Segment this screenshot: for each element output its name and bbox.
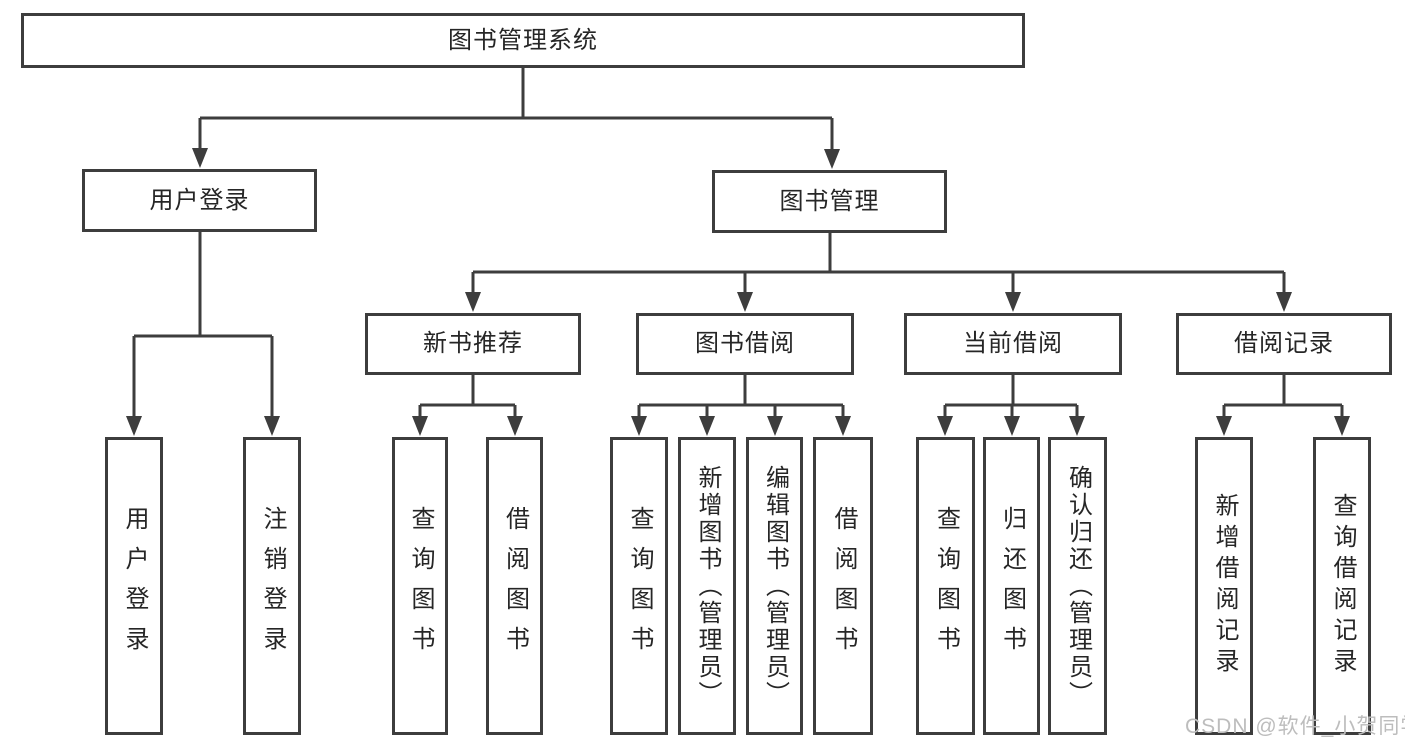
leaf-borrow-borrow-books: 借阅图书 [813, 437, 873, 735]
node-label: 当前借阅 [963, 330, 1063, 357]
node-label: 图书借阅 [695, 330, 795, 357]
leaf-label: 查询图书 [932, 506, 960, 666]
node-label: 图书管理 [779, 187, 880, 215]
arrowheads [126, 148, 1350, 436]
leaf-records-query-record: 查询借阅记录 [1313, 437, 1371, 735]
node-label: 用户登录 [149, 186, 250, 214]
node-book-management: 图书管理 [712, 170, 947, 233]
leaf-label: 确认归还（管理员） [1064, 464, 1092, 708]
leaf-recommend-borrow-books: 借阅图书 [486, 437, 543, 735]
leaf-records-add-record: 新增借阅记录 [1195, 437, 1253, 735]
leaf-borrow-edit-books-admin: 编辑图书（管理员） [746, 437, 803, 735]
leaf-borrow-add-books-admin: 新增图书（管理员） [678, 437, 736, 735]
node-label: 借阅记录 [1234, 330, 1334, 357]
leaf-label: 查询图书 [626, 506, 653, 666]
leaf-label: 新增图书（管理员） [694, 464, 721, 708]
node-user-login: 用户登录 [82, 169, 317, 232]
leaf-borrow-query-books: 查询图书 [610, 437, 668, 735]
leaf-label: 用户登录 [121, 506, 148, 666]
leaf-label: 归还图书 [998, 506, 1026, 666]
node-label: 新书推荐 [423, 330, 523, 357]
leaf-label: 借阅图书 [830, 506, 857, 666]
leaf-user-login: 用户登录 [105, 437, 163, 735]
leaf-current-return-books: 归还图书 [983, 437, 1040, 735]
leaf-label: 查询借阅记录 [1329, 493, 1356, 679]
node-borrow-records: 借阅记录 [1176, 313, 1392, 375]
node-book-borrow: 图书借阅 [636, 313, 854, 375]
node-new-book-recommend: 新书推荐 [365, 313, 581, 375]
leaf-label: 编辑图书（管理员） [761, 464, 789, 708]
csdn-watermark: CSDN @软件_小贺同学 [1185, 715, 1405, 738]
node-label: 图书管理系统 [448, 26, 598, 54]
leaf-label: 新增借阅记录 [1211, 493, 1238, 679]
leaf-logout: 注销登录 [243, 437, 301, 735]
leaf-label: 注销登录 [259, 506, 286, 666]
node-current-borrow: 当前借阅 [904, 313, 1122, 375]
node-root-system: 图书管理系统 [21, 13, 1025, 68]
leaf-recommend-query-books: 查询图书 [392, 437, 448, 735]
leaf-current-confirm-return-admin: 确认归还（管理员） [1048, 437, 1107, 735]
leaf-label: 查询图书 [407, 506, 434, 666]
leaf-label: 借阅图书 [501, 506, 529, 666]
leaf-current-query-books: 查询图书 [916, 437, 975, 735]
